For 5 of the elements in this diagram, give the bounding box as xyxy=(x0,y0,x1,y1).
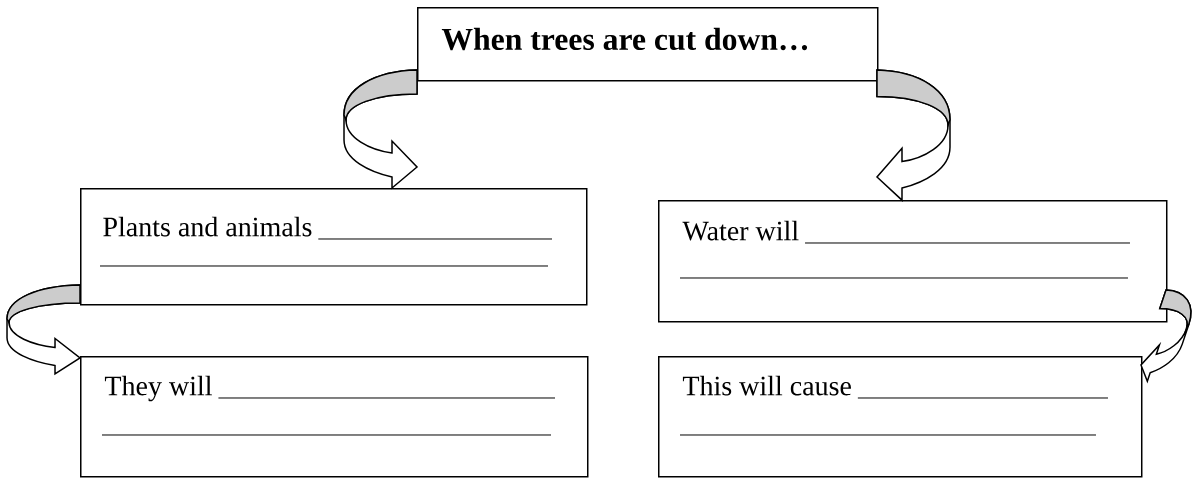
text-box: Plants and animals xyxy=(80,188,588,306)
text-box: When trees are cut down… xyxy=(417,7,879,82)
text-box: This will cause xyxy=(658,356,1143,478)
text-box: They will xyxy=(80,356,589,478)
text-box: Water will xyxy=(658,200,1168,323)
